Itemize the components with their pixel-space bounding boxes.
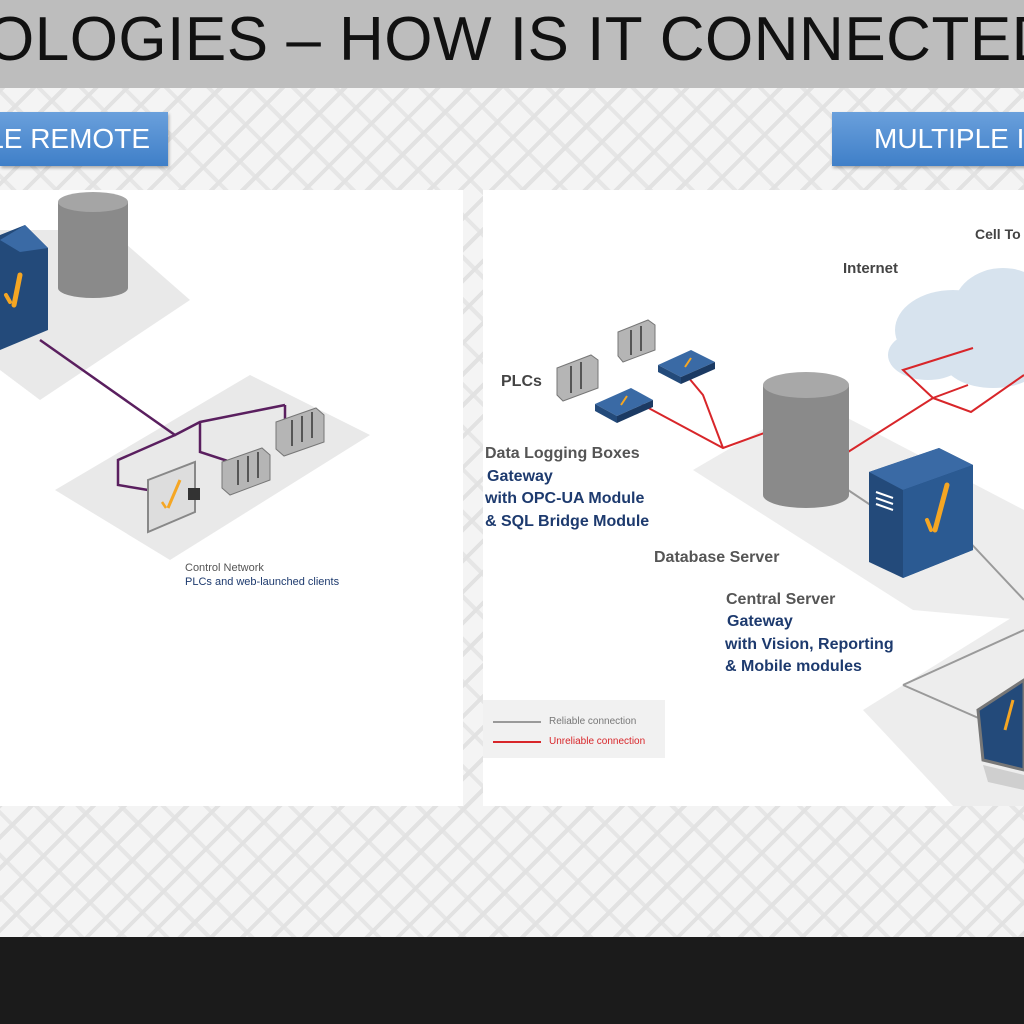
data-logging-box-2 <box>658 350 715 384</box>
internet-cloud <box>888 268 1024 388</box>
legend-reliable-label: Reliable connection <box>549 716 637 727</box>
plc-rack-1 <box>221 447 271 496</box>
central-server-title: Central Server <box>726 591 836 608</box>
plc-rack-2 <box>275 407 325 457</box>
right-diagram-graphic <box>556 268 1024 806</box>
mobile-client-laptop <box>976 678 1024 790</box>
footer-bar <box>0 937 1024 1024</box>
left-server <box>0 225 48 350</box>
slide-title: OLOGIES – HOW IS IT CONNECTED? <box>0 5 1024 74</box>
connection-legend: Reliable connection Unreliable connectio… <box>483 700 665 758</box>
data-logging-box-1 <box>595 388 653 423</box>
central-floor-plane <box>693 400 1024 620</box>
web-client-screen <box>147 460 200 534</box>
database-server-icon <box>763 372 849 508</box>
data-logging-gateway: Gateway <box>487 468 553 485</box>
central-server-icon <box>869 448 973 578</box>
control-network-label: Control Network <box>185 562 264 574</box>
data-logging-title: Data Logging Boxes <box>485 445 640 462</box>
left-section-tag: LE REMOTE <box>0 112 168 166</box>
plc-rack-a <box>556 354 599 402</box>
slide: OLOGIES – HOW IS IT CONNECTED? LE REMOTE… <box>0 0 1024 937</box>
internet-label: Internet <box>843 260 899 277</box>
data-logging-sql: & SQL Bridge Module <box>485 513 650 530</box>
right-section-tag-label: MULTIPLE I <box>874 123 1024 154</box>
unreliable-connection-lines <box>627 347 1024 453</box>
database-server-label: Database Server <box>654 549 780 566</box>
central-server-modules: with Vision, Reporting <box>725 636 894 653</box>
cell-tower-label: Cell To <box>975 226 1021 242</box>
left-diagram-graphic <box>0 192 370 560</box>
plcs-label: PLCs <box>501 373 542 390</box>
legend-unreliable-label: Unreliable connection <box>549 736 646 747</box>
central-server-gateway: Gateway <box>727 613 793 630</box>
right-section-tag: MULTIPLE I <box>832 112 1024 166</box>
plcs-clients-label: PLCs and web-launched clients <box>185 576 340 588</box>
left-diagram-panel: Control Network PLCs and web-launched cl… <box>0 190 463 806</box>
central-server-mobile: & Mobile modules <box>725 658 862 675</box>
right-diagram-panel: Cell To Internet PLCs Data Logging Boxes… <box>483 190 1024 806</box>
plc-rack-b <box>617 319 656 363</box>
data-logging-opcua: with OPC-UA Module <box>485 490 645 507</box>
legend-swatches <box>493 721 541 743</box>
left-section-tag-label: LE REMOTE <box>0 123 150 154</box>
title-bar: OLOGIES – HOW IS IT CONNECTED? <box>0 0 1024 88</box>
left-database-icon <box>58 192 128 298</box>
lower-floor-plane <box>55 375 370 560</box>
